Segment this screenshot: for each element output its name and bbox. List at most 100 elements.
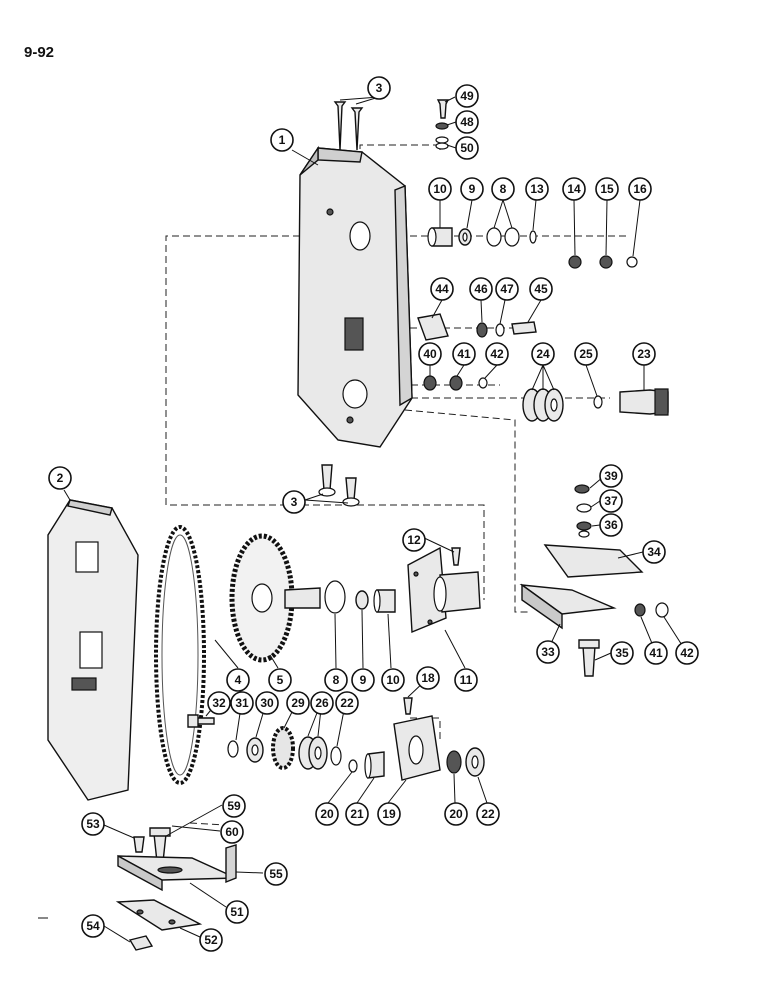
svg-text:3: 3 [376, 81, 383, 95]
callout-5: 5 [268, 668, 292, 692]
callout-51: 51 [225, 900, 249, 924]
middle-nut-parts [423, 375, 488, 391]
svg-text:10: 10 [386, 673, 400, 687]
lower-drive-assembly [187, 697, 485, 781]
svg-text:30: 30 [260, 696, 274, 710]
callout-9-bottom: 9 [351, 668, 375, 692]
callout-32: 32 [207, 691, 231, 715]
svg-text:9: 9 [469, 182, 476, 196]
svg-text:42: 42 [490, 347, 504, 361]
large-sprocket [229, 533, 396, 663]
svg-text:15: 15 [600, 182, 614, 196]
svg-text:49: 49 [460, 89, 474, 103]
callout-31: 31 [230, 691, 254, 715]
svg-text:50: 50 [460, 141, 474, 155]
svg-text:31: 31 [235, 696, 249, 710]
callout-34: 34 [642, 540, 666, 564]
svg-text:52: 52 [204, 933, 218, 947]
svg-text:54: 54 [86, 919, 100, 933]
small-hardware-top [435, 99, 450, 150]
callout-35: 35 [610, 641, 634, 665]
svg-text:59: 59 [227, 799, 241, 813]
callout-50: 50 [455, 136, 479, 160]
svg-text:46: 46 [474, 282, 488, 296]
svg-text:35: 35 [615, 646, 629, 660]
svg-text:22: 22 [340, 696, 354, 710]
svg-text:3: 3 [291, 495, 298, 509]
svg-text:22: 22 [481, 807, 495, 821]
svg-text:53: 53 [86, 817, 100, 831]
callout-41-bottom: 41 [644, 641, 668, 665]
svg-text:24: 24 [536, 347, 550, 361]
svg-text:1: 1 [279, 133, 286, 147]
svg-text:48: 48 [460, 115, 474, 129]
callout-33: 33 [536, 640, 560, 664]
callout-44: 44 [430, 277, 454, 301]
callout-16: 16 [628, 177, 652, 201]
svg-text:18: 18 [421, 671, 435, 685]
callout-11: 11 [454, 668, 478, 692]
svg-text:2: 2 [57, 471, 64, 485]
callout-1: 1 [270, 128, 294, 152]
svg-text:8: 8 [500, 182, 507, 196]
svg-text:26: 26 [315, 696, 329, 710]
callout-8-top: 8 [491, 177, 515, 201]
callout-59: 59 [222, 794, 246, 818]
svg-text:47: 47 [500, 282, 514, 296]
callout-3-bottom: 3 [282, 490, 306, 514]
svg-text:5: 5 [277, 673, 284, 687]
svg-text:36: 36 [604, 518, 618, 532]
callout-10-bottom: 10 [381, 668, 405, 692]
callout-9-top: 9 [460, 177, 484, 201]
svg-text:39: 39 [604, 469, 618, 483]
callout-45: 45 [529, 277, 553, 301]
callout-2: 2 [48, 466, 72, 490]
svg-text:4: 4 [235, 673, 242, 687]
callout-20-right: 20 [444, 802, 468, 826]
svg-text:37: 37 [604, 494, 618, 508]
callout-37: 37 [599, 489, 623, 513]
svg-text:13: 13 [530, 182, 544, 196]
svg-text:14: 14 [567, 182, 581, 196]
svg-text:32: 32 [212, 696, 226, 710]
callout-19: 19 [377, 802, 401, 826]
callout-60: 60 [220, 820, 244, 844]
callout-41-top: 41 [452, 342, 476, 366]
svg-text:12: 12 [407, 533, 421, 547]
callout-12: 12 [402, 528, 426, 552]
callout-48: 48 [455, 110, 479, 134]
svg-text:60: 60 [225, 825, 239, 839]
svg-text:41: 41 [457, 347, 471, 361]
svg-text:33: 33 [541, 645, 555, 659]
bearing-housing-upper [407, 546, 481, 634]
callout-15: 15 [595, 177, 619, 201]
svg-text:25: 25 [579, 347, 593, 361]
callout-53: 53 [81, 812, 105, 836]
callout-22-right: 22 [476, 802, 500, 826]
housing-screws [318, 101, 364, 507]
svg-text:44: 44 [435, 282, 449, 296]
drive-chain [154, 525, 206, 785]
mount-brackets [519, 484, 669, 677]
callouts: 1 2 3 3 4 5 8 8 9 9 10 10 11 12 13 14 15… [48, 76, 699, 952]
callout-23: 23 [632, 342, 656, 366]
svg-text:20: 20 [320, 807, 334, 821]
svg-text:51: 51 [230, 905, 244, 919]
callout-4: 4 [226, 668, 250, 692]
callout-29: 29 [286, 691, 310, 715]
bottom-bracket-parts [38, 827, 237, 951]
svg-text:20: 20 [449, 807, 463, 821]
svg-text:34: 34 [647, 545, 661, 559]
svg-text:11: 11 [460, 673, 473, 687]
svg-text:8: 8 [333, 673, 340, 687]
svg-text:40: 40 [423, 347, 437, 361]
callout-21: 21 [345, 802, 369, 826]
callout-8-bottom: 8 [324, 668, 348, 692]
svg-text:9: 9 [360, 673, 367, 687]
callout-26: 26 [310, 691, 334, 715]
callout-54: 54 [81, 914, 105, 938]
svg-text:42: 42 [680, 646, 694, 660]
callout-30: 30 [255, 691, 279, 715]
svg-text:23: 23 [637, 347, 651, 361]
